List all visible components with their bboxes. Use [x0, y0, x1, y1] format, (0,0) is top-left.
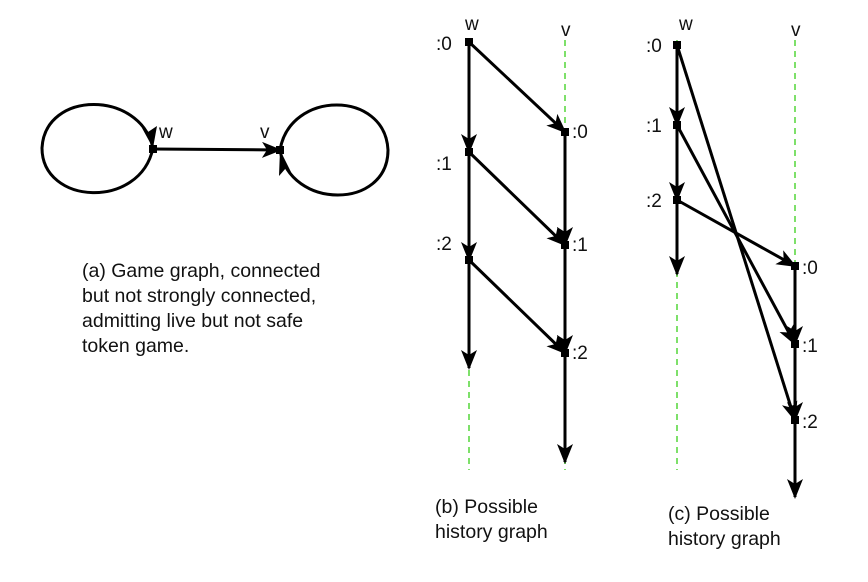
w-tick-label: :1	[646, 116, 662, 137]
caption-b: (b) Possible history graph	[435, 495, 548, 545]
event-node	[561, 241, 569, 249]
move-edge	[676, 198, 797, 268]
caption-a-line: admitting live but not safe	[82, 310, 304, 332]
edge-w-to-v	[152, 141, 282, 158]
caption-a-line: token game.	[82, 335, 190, 357]
event-node	[673, 121, 681, 129]
caption-a: (a) Game graph, connected but not strong…	[82, 259, 320, 359]
self-loop-v-arrowhead	[279, 150, 292, 176]
vertex-w	[149, 145, 157, 153]
caption-a-line: but not strongly connected,	[82, 285, 317, 307]
event-node	[673, 41, 681, 49]
event-node	[791, 416, 799, 424]
vertex-v-label: v	[260, 122, 270, 143]
caption-c-line: (c) Possible	[668, 503, 770, 525]
caption-c-line: history graph	[668, 528, 781, 550]
event-node	[791, 340, 799, 348]
self-loop-w	[40, 103, 155, 195]
game-graph: w v	[40, 103, 390, 197]
history-graph-c: w v :0 :1 :2 :0 :1 :2	[646, 14, 818, 499]
event-node	[465, 38, 473, 46]
w-tick-label: :1	[436, 154, 452, 175]
column-w-label: w	[678, 14, 693, 35]
w-tick-label: :0	[646, 36, 662, 57]
caption-c: (c) Possible history graph	[668, 502, 781, 552]
self-loop-w-arrowhead	[142, 126, 157, 148]
event-node	[673, 196, 681, 204]
column-w-label: w	[464, 14, 479, 35]
v-tick-label: :0	[572, 122, 588, 143]
history-graph-b: w v :0 :1 :2 :0 :1 :2	[436, 14, 588, 470]
vertex-w-label: w	[158, 122, 173, 143]
column-v-label: v	[561, 20, 571, 41]
event-node	[465, 148, 473, 156]
w-tick-label: :2	[646, 191, 662, 212]
column-v-label: v	[791, 20, 801, 41]
move-edge	[467, 258, 567, 355]
caption-b-line: (b) Possible	[435, 496, 538, 518]
caption-b-line: history graph	[435, 521, 548, 543]
move-edge	[467, 150, 567, 247]
v-tick-label: :1	[802, 336, 818, 357]
event-node	[561, 128, 569, 136]
move-edge	[467, 40, 567, 134]
v-tick-label: :0	[802, 258, 818, 279]
event-node	[561, 349, 569, 357]
v-tick-label: :2	[802, 412, 818, 433]
v-tick-label: :1	[572, 235, 588, 256]
v-tick-label: :2	[572, 343, 588, 364]
caption-a-line: (a) Game graph, connected	[82, 260, 321, 282]
event-node	[791, 262, 799, 270]
w-tick-label: :0	[436, 34, 452, 55]
event-node	[465, 256, 473, 264]
self-loop-v	[278, 103, 390, 197]
vertex-v	[276, 146, 284, 154]
w-tick-label: :2	[436, 234, 452, 255]
